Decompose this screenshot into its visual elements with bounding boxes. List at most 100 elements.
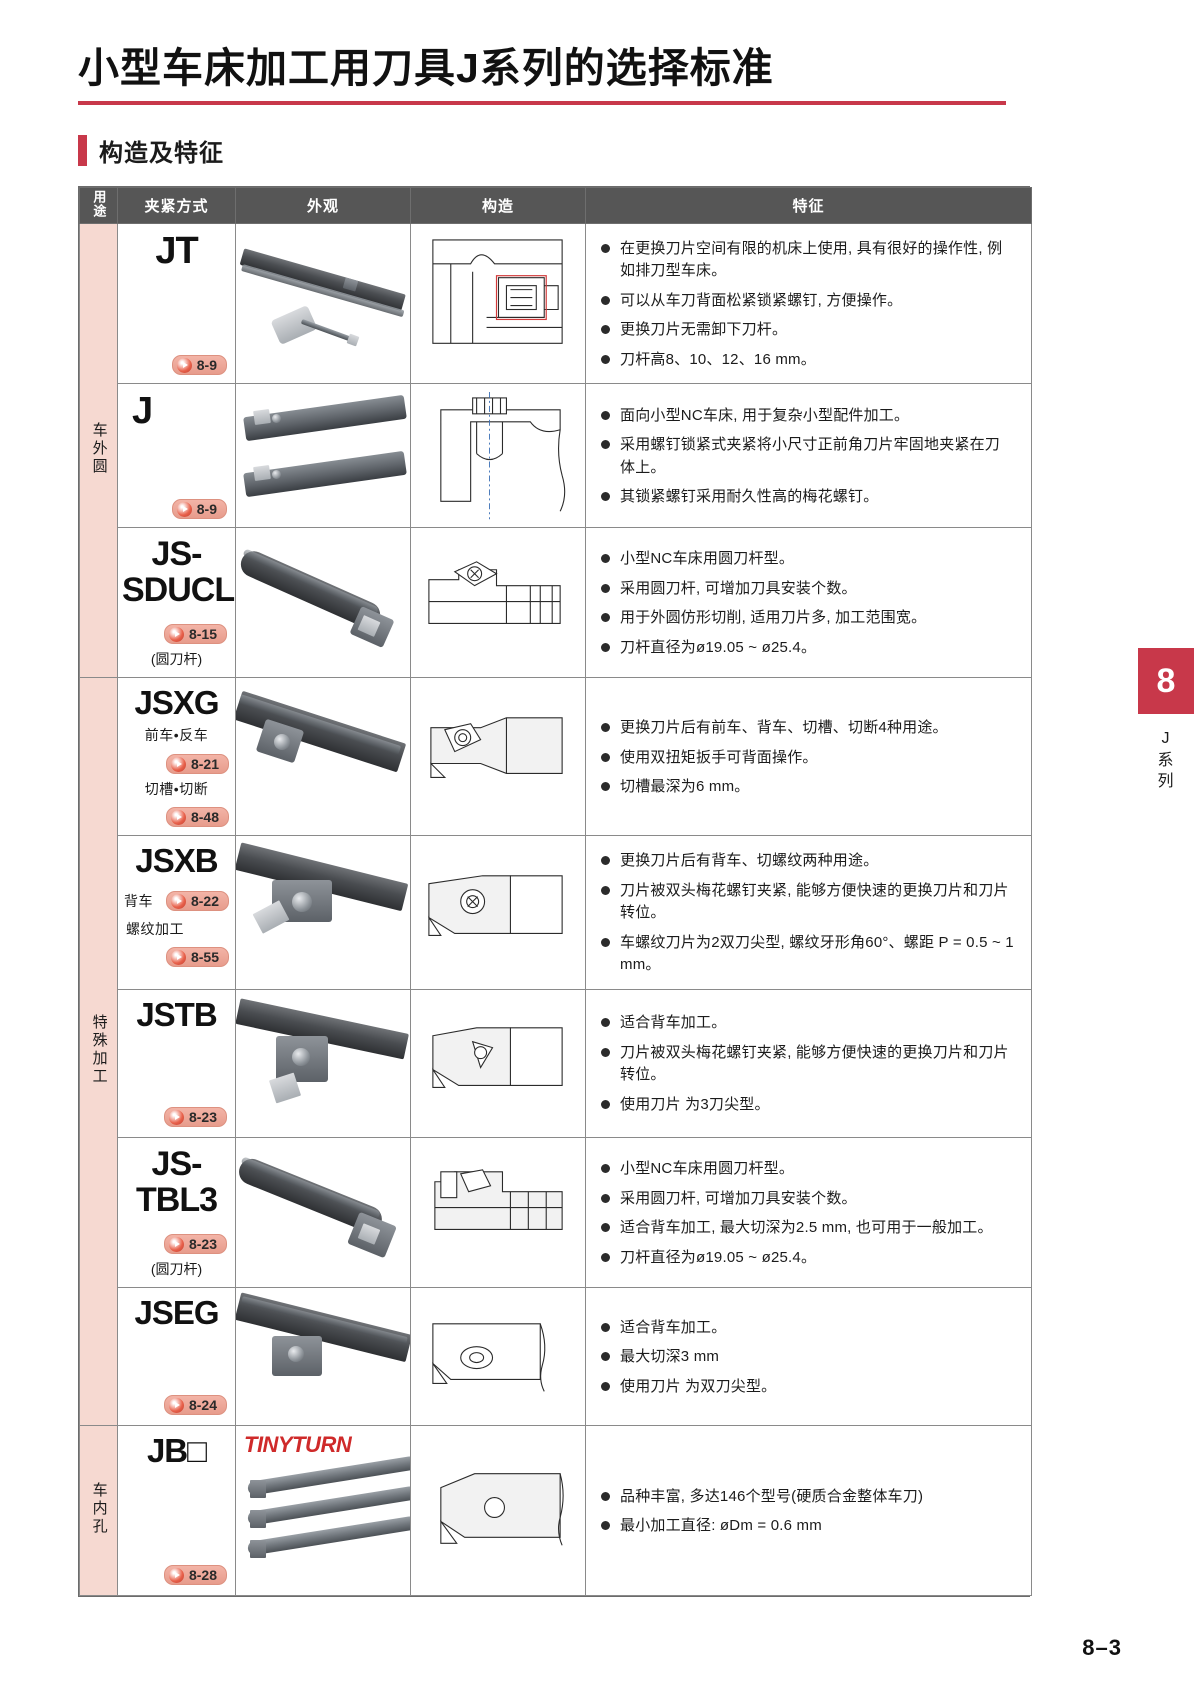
product-photo-jsxg: [236, 679, 410, 835]
feature-item: 采用圆刀杆, 可增加刀具安装个数。: [600, 578, 1015, 601]
features-cell-jseg: 适合背车加工。 最大切深3 mm 使用刀片 为双刀尖型。: [585, 1287, 1032, 1427]
arrow-right-icon: [170, 893, 186, 909]
page-ref-badge[interactable]: 8-48: [165, 807, 229, 828]
side-tab-number: 8: [1138, 648, 1194, 714]
tool-usage-label-1: 背车: [124, 893, 153, 910]
arrow-right-icon: [170, 809, 186, 825]
feature-list: 面向小型NC车床, 用于复杂小型配件加工。 采用螺钉锁紧式夹紧将小尺寸正前角刀片…: [600, 405, 1015, 509]
features-cell-j: 面向小型NC车床, 用于复杂小型配件加工。 采用螺钉锁紧式夹紧将小尺寸正前角刀片…: [585, 383, 1032, 529]
page-ref-badge[interactable]: 8-28: [163, 1565, 227, 1586]
page-ref-badge-wrap: 8-23: [163, 1101, 229, 1128]
features-cell-js-sducl: 小型NC车床用圆刀杆型。 采用圆刀杆, 可增加刀具安装个数。 用于外圆仿形切削,…: [585, 527, 1032, 679]
structure-cell-js-tbl3: [410, 1137, 586, 1289]
tool-usage-label-2: 螺纹加工: [126, 921, 184, 938]
page-ref-badge[interactable]: 8-22: [165, 891, 229, 912]
category-cell-outer-turning: 车外圆: [79, 222, 118, 679]
feature-item: 小型NC车床用圆刀杆型。: [600, 1158, 1015, 1181]
page-ref-badge[interactable]: 8-23: [163, 1234, 227, 1255]
features-cell-jt: 在更换刀片空间有限的机床上使用, 具有很好的操作性, 例如排刀型车床。 可以从车…: [585, 222, 1032, 385]
page-ref-badge[interactable]: 8-9: [171, 499, 227, 520]
features-cell-jstb: 适合背车加工。 刀片被双头梅花螺钉夹紧, 能够方便快速的更换刀片和刀片转位。 使…: [585, 988, 1032, 1139]
product-photo-js-sducl: [236, 529, 410, 677]
arrow-right-icon: [176, 357, 192, 373]
page-header: 小型车床加工用刀具J系列的选择标准: [78, 45, 1018, 106]
page-title: 小型车床加工用刀具J系列的选择标准: [78, 45, 774, 91]
page-ref-badge[interactable]: 8-9: [171, 355, 227, 376]
feature-item: 适合背车加工。: [600, 1012, 1015, 1035]
tool-code: JSEG: [134, 1294, 219, 1332]
category-cell-inner-bore: 车内孔: [79, 1425, 118, 1597]
page-ref-label: 8-22: [190, 893, 219, 910]
section-heading: 构造及特征: [78, 133, 224, 168]
page-ref-badge-wrap: 8-9: [171, 493, 229, 520]
product-photo-jb: TINYTURN: [237, 1427, 410, 1595]
feature-item: 车螺纹刀片为2双刀尖型, 螺纹牙形角60°、螺距 P = 0.5 ~ 1 mm。: [600, 932, 1015, 977]
feature-item: 刀杆直径为ø19.05 ~ ø25.4。: [600, 637, 1015, 660]
page-ref-badge[interactable]: 8-55: [165, 947, 229, 968]
section-accent-bar: [78, 135, 87, 166]
appearance-cell-jseg: [235, 1287, 411, 1427]
table-row: JS- SDUCL 8-15 (圆刀杆): [80, 527, 1032, 679]
structure-cell-jsxg: [410, 677, 586, 837]
page-ref-label: 8-23: [188, 1109, 217, 1126]
tool-code: JS-: [151, 1145, 203, 1184]
feature-item: 可以从车刀背面松紧锁紧螺钉, 方便操作。: [600, 290, 1015, 313]
page-ref-badge[interactable]: 8-24: [163, 1395, 227, 1416]
arrow-right-icon: [170, 949, 186, 965]
arrow-right-icon: [176, 501, 192, 517]
features-cell-jsxb: 更换刀片后有背车、切螺纹两种用途。 刀片被双头梅花螺钉夹紧, 能够方便快速的更换…: [585, 835, 1032, 990]
feature-item: 品种丰富, 多达146个型号(硬质合金整体车刀): [600, 1486, 1015, 1509]
category-label: 特殊加工: [90, 1013, 108, 1086]
column-header-appearance: 外观: [235, 187, 411, 224]
feature-item: 在更换刀片空间有限的机床上使用, 具有很好的操作性, 例如排刀型车床。: [600, 238, 1015, 283]
page-ref-label: 8-24: [188, 1397, 217, 1414]
feature-item: 切槽最深为6 mm。: [600, 776, 1015, 799]
clamp-cell-jstb: JSTB 8-23: [117, 988, 236, 1139]
feature-list: 小型NC车床用圆刀杆型。 采用圆刀杆, 可增加刀具安装个数。 用于外圆仿形切削,…: [600, 548, 1015, 659]
product-photo-js-tbl3: [236, 1139, 410, 1287]
appearance-cell-jstb: [235, 988, 411, 1139]
feature-item: 采用螺钉锁紧式夹紧将小尺寸正前角刀片牢固地夹紧在刀体上。: [600, 434, 1015, 479]
technical-drawing-jsxb: [428, 875, 563, 937]
table-header-row: 用途 夹紧方式 外观 构造 特征: [79, 187, 1032, 224]
feature-item: 更换刀片后有前车、背车、切槽、切断4种用途。: [600, 717, 1015, 740]
table-row: 车内孔 JB□ 8-28 TINYTURN: [79, 1425, 1032, 1597]
feature-item: 最小加工直径: øDm = 0.6 mm: [600, 1515, 1015, 1538]
structure-cell-jb: [410, 1425, 586, 1597]
appearance-cell-jb: TINYTURN: [235, 1425, 411, 1597]
page-ref-badge-wrap: 8-21: [122, 748, 231, 775]
page-ref-badge[interactable]: 8-21: [165, 754, 229, 775]
feature-item: 使用双扭矩扳手可背面操作。: [600, 747, 1015, 770]
table-row: JS- TBL3 8-23 (圆刀杆): [80, 1137, 1032, 1289]
clamp-cell-js-sducl: JS- SDUCL 8-15 (圆刀杆): [117, 527, 236, 679]
tool-code: JB□: [146, 1432, 207, 1470]
appearance-cell-jsxb: [235, 835, 411, 990]
product-photo-jstb: [236, 990, 410, 1136]
category-label: 车外圆: [90, 421, 108, 476]
page-ref-badge[interactable]: 8-23: [163, 1107, 227, 1128]
feature-item: 刀杆高8、10、12、16 mm。: [600, 349, 1015, 372]
column-header-structure: 构造: [410, 187, 586, 224]
structure-cell-js-sducl: [410, 527, 586, 679]
page-number: 8–3: [1082, 1635, 1122, 1660]
features-cell-jsxg: 更换刀片后有前车、背车、切槽、切断4种用途。 使用双扭矩扳手可背面操作。 切槽最…: [585, 677, 1032, 837]
column-header-features: 特征: [585, 187, 1032, 224]
table-row: J 8-9: [80, 383, 1032, 529]
category-label: 车内孔: [90, 1481, 108, 1536]
feature-list: 更换刀片后有前车、背车、切槽、切断4种用途。 使用双扭矩扳手可背面操作。 切槽最…: [600, 717, 1015, 799]
clamp-cell-jb: JB□ 8-28: [117, 1425, 236, 1597]
feature-item: 使用刀片 为双刀尖型。: [600, 1376, 1015, 1399]
structure-cell-jt: [410, 222, 586, 385]
feature-list: 品种丰富, 多达146个型号(硬质合金整体车刀) 最小加工直径: øDm = 0…: [600, 1486, 1015, 1538]
tool-code: JS-: [151, 535, 203, 574]
structure-cell-jstb: [410, 988, 586, 1139]
feature-table: 用途 夹紧方式 外观 构造 特征 车外圆 JT 8-9: [78, 186, 1032, 1598]
page-ref-badge[interactable]: 8-15: [163, 624, 227, 645]
page-ref-label: 8-23: [188, 1236, 217, 1253]
arrow-right-icon: [170, 756, 186, 772]
side-tab[interactable]: 8 J 系 列: [1134, 648, 1200, 793]
product-photo-jsxb: [236, 837, 410, 989]
page-ref-badge-wrap: 8-55: [122, 941, 231, 968]
clamp-cell-jseg: JSEG 8-24: [117, 1287, 236, 1427]
appearance-cell-jt: [235, 222, 411, 385]
